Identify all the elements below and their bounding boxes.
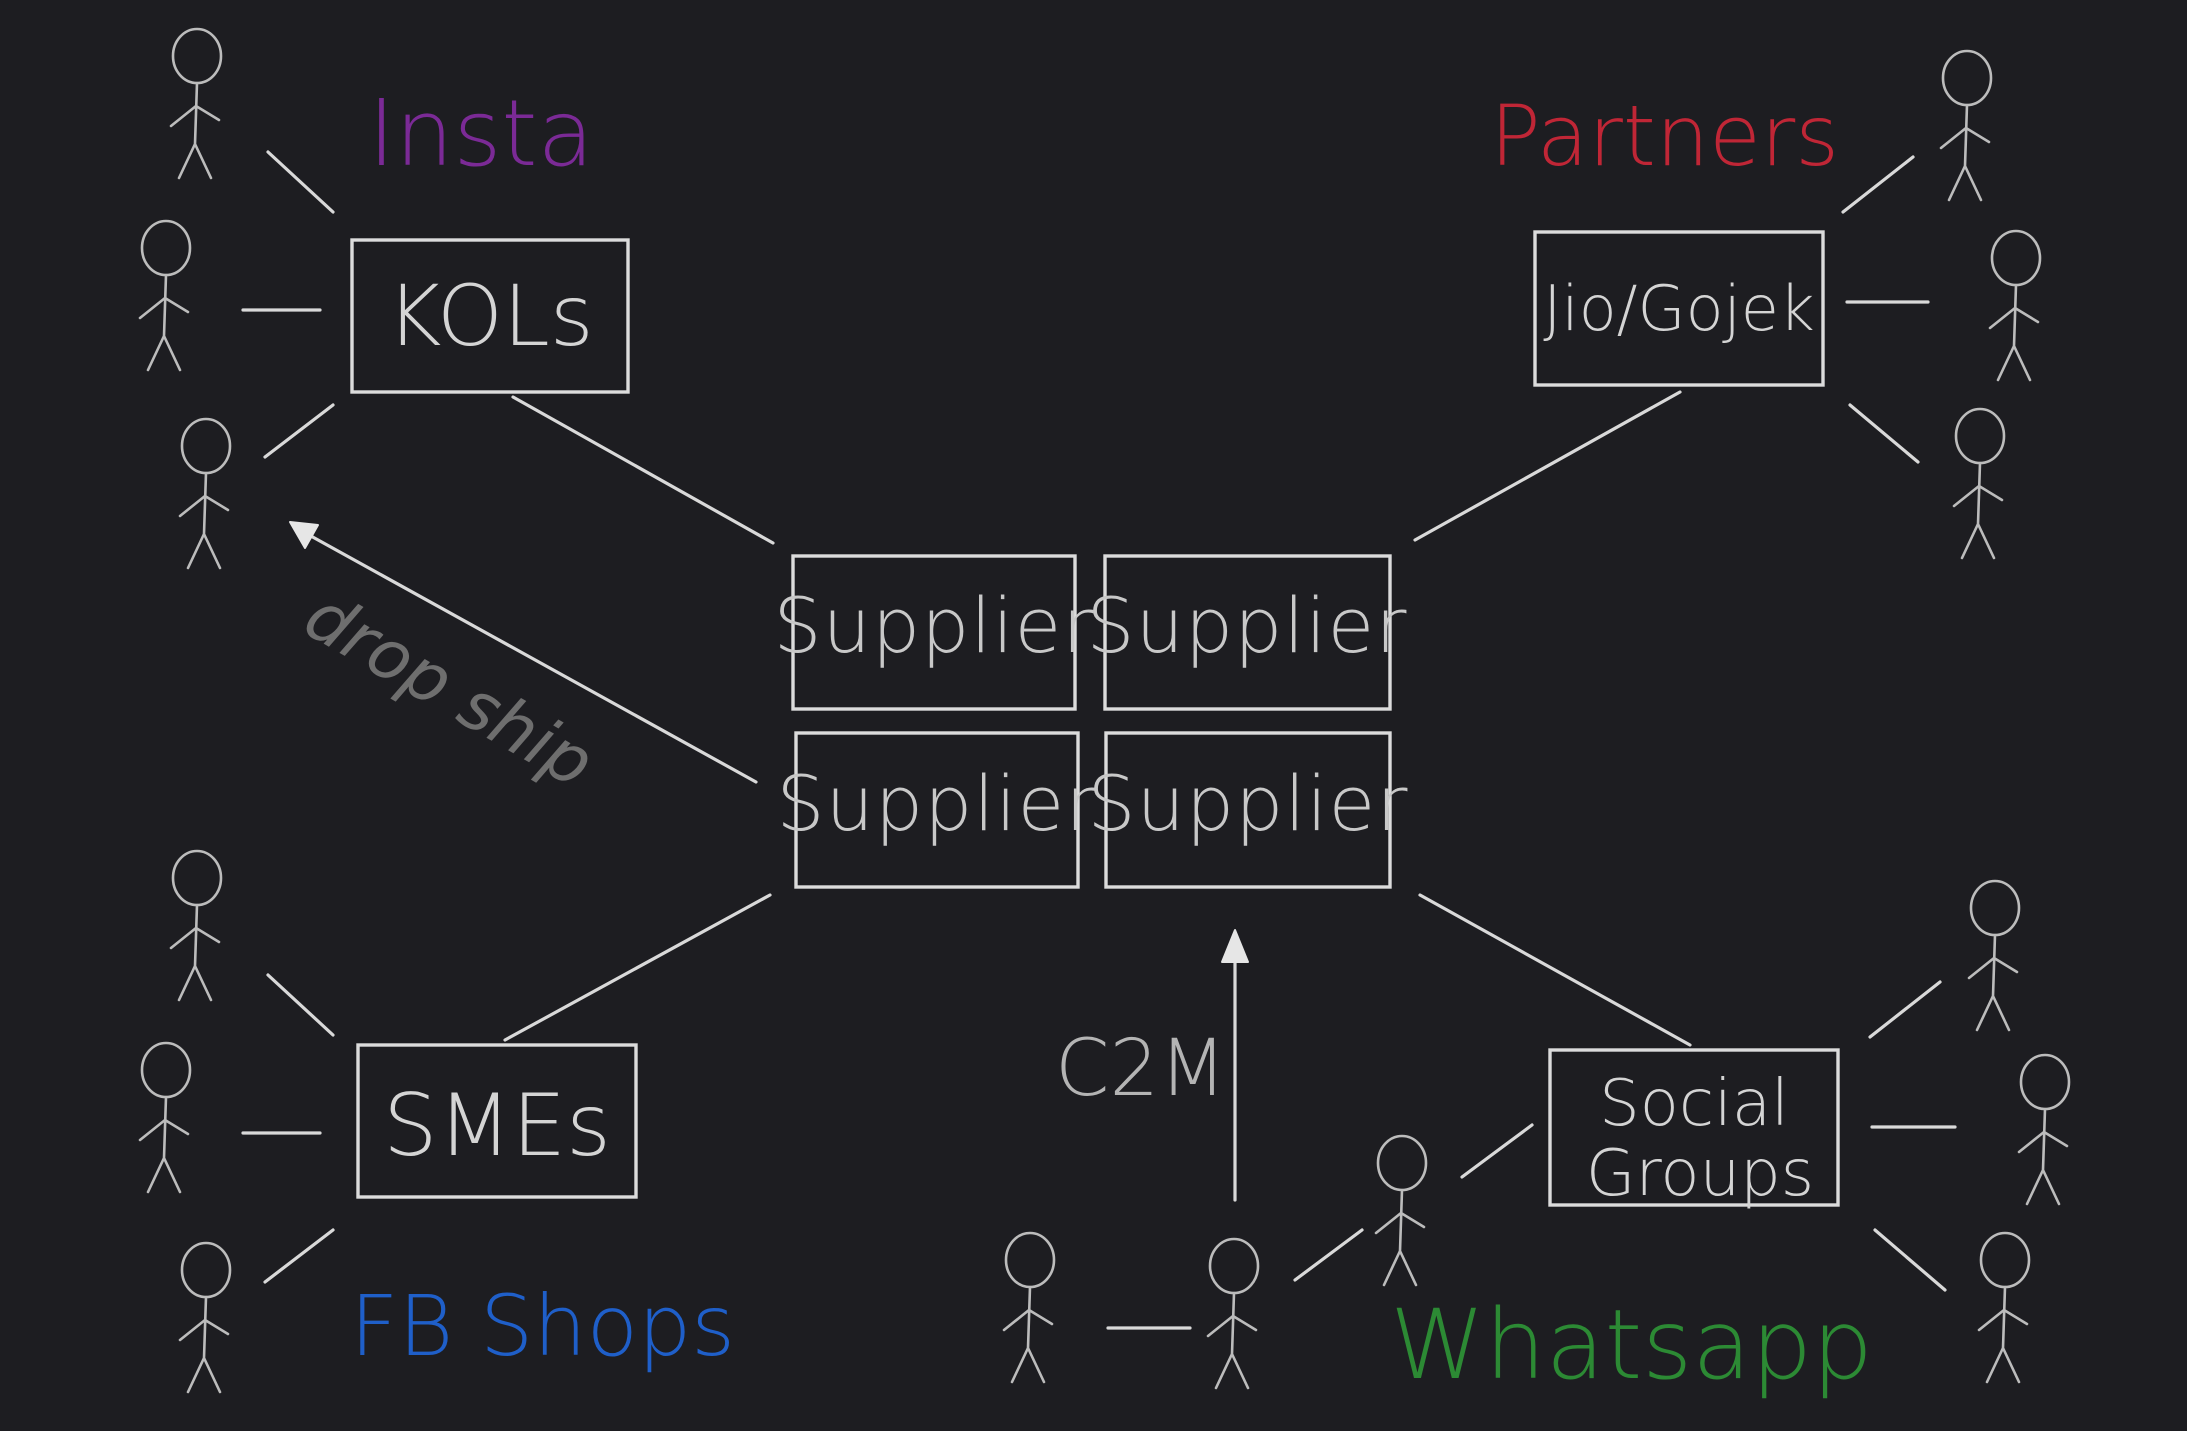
person-icon [169, 27, 223, 180]
person-icon [178, 1241, 232, 1394]
person-icon [2017, 1053, 2071, 1206]
drop-ship-arrow [289, 521, 758, 784]
smes-box: SMEs [356, 1043, 638, 1199]
drop-ship-label: drop ship [292, 576, 607, 803]
supplier-label: Supplier [1087, 759, 1408, 848]
partners-label: Partners [1490, 87, 1839, 185]
connector-lines [241, 150, 1957, 1330]
supplier-box-bottom-right: Supplier [1087, 731, 1408, 889]
supplier-box-top-left: Supplier [773, 554, 1094, 711]
social-groups-label-line2: Groups [1586, 1137, 1814, 1211]
supplier-label: Supplier [776, 759, 1097, 848]
insta-label: Insta [368, 80, 594, 187]
fb-shops-label: FB Shops [350, 1277, 735, 1375]
person-icon [138, 219, 192, 372]
supplier-label: Supplier [1086, 581, 1407, 670]
person-icon [1988, 229, 2042, 382]
person-icon [178, 417, 232, 570]
jio-gojek-label: Jio/Gojek [1543, 272, 1815, 345]
person-icon [138, 1041, 192, 1194]
c2m-arrow [1221, 929, 1249, 1202]
person-icon [1952, 407, 2006, 560]
person-icon [1206, 1237, 1260, 1390]
person-icon [1939, 49, 1993, 202]
supplier-box-bottom-left: Supplier [776, 731, 1097, 889]
social-groups-label-line1: Social [1599, 1067, 1789, 1141]
supplier-label: Supplier [773, 581, 1094, 670]
kols-box: KOLs [350, 238, 630, 394]
supply-lines [503, 390, 1692, 1047]
c2m-label: C2M [1055, 1024, 1226, 1114]
person-icon [1374, 1134, 1428, 1287]
jio-gojek-box: Jio/Gojek [1533, 230, 1825, 387]
supplier-grid: Supplier Supplier Supplier Supplier [773, 554, 1408, 889]
smes-label: SMEs [383, 1076, 611, 1176]
kols-label: KOLs [386, 267, 593, 365]
person-icon [1977, 1231, 2031, 1384]
person-icon [169, 849, 223, 1002]
person-icon [1002, 1231, 1056, 1384]
whatsapp-label: Whatsapp [1390, 1289, 1873, 1401]
social-groups-box: Social Groups [1548, 1048, 1840, 1211]
supplier-box-top-right: Supplier [1086, 554, 1407, 711]
person-icon [1967, 879, 2021, 1032]
